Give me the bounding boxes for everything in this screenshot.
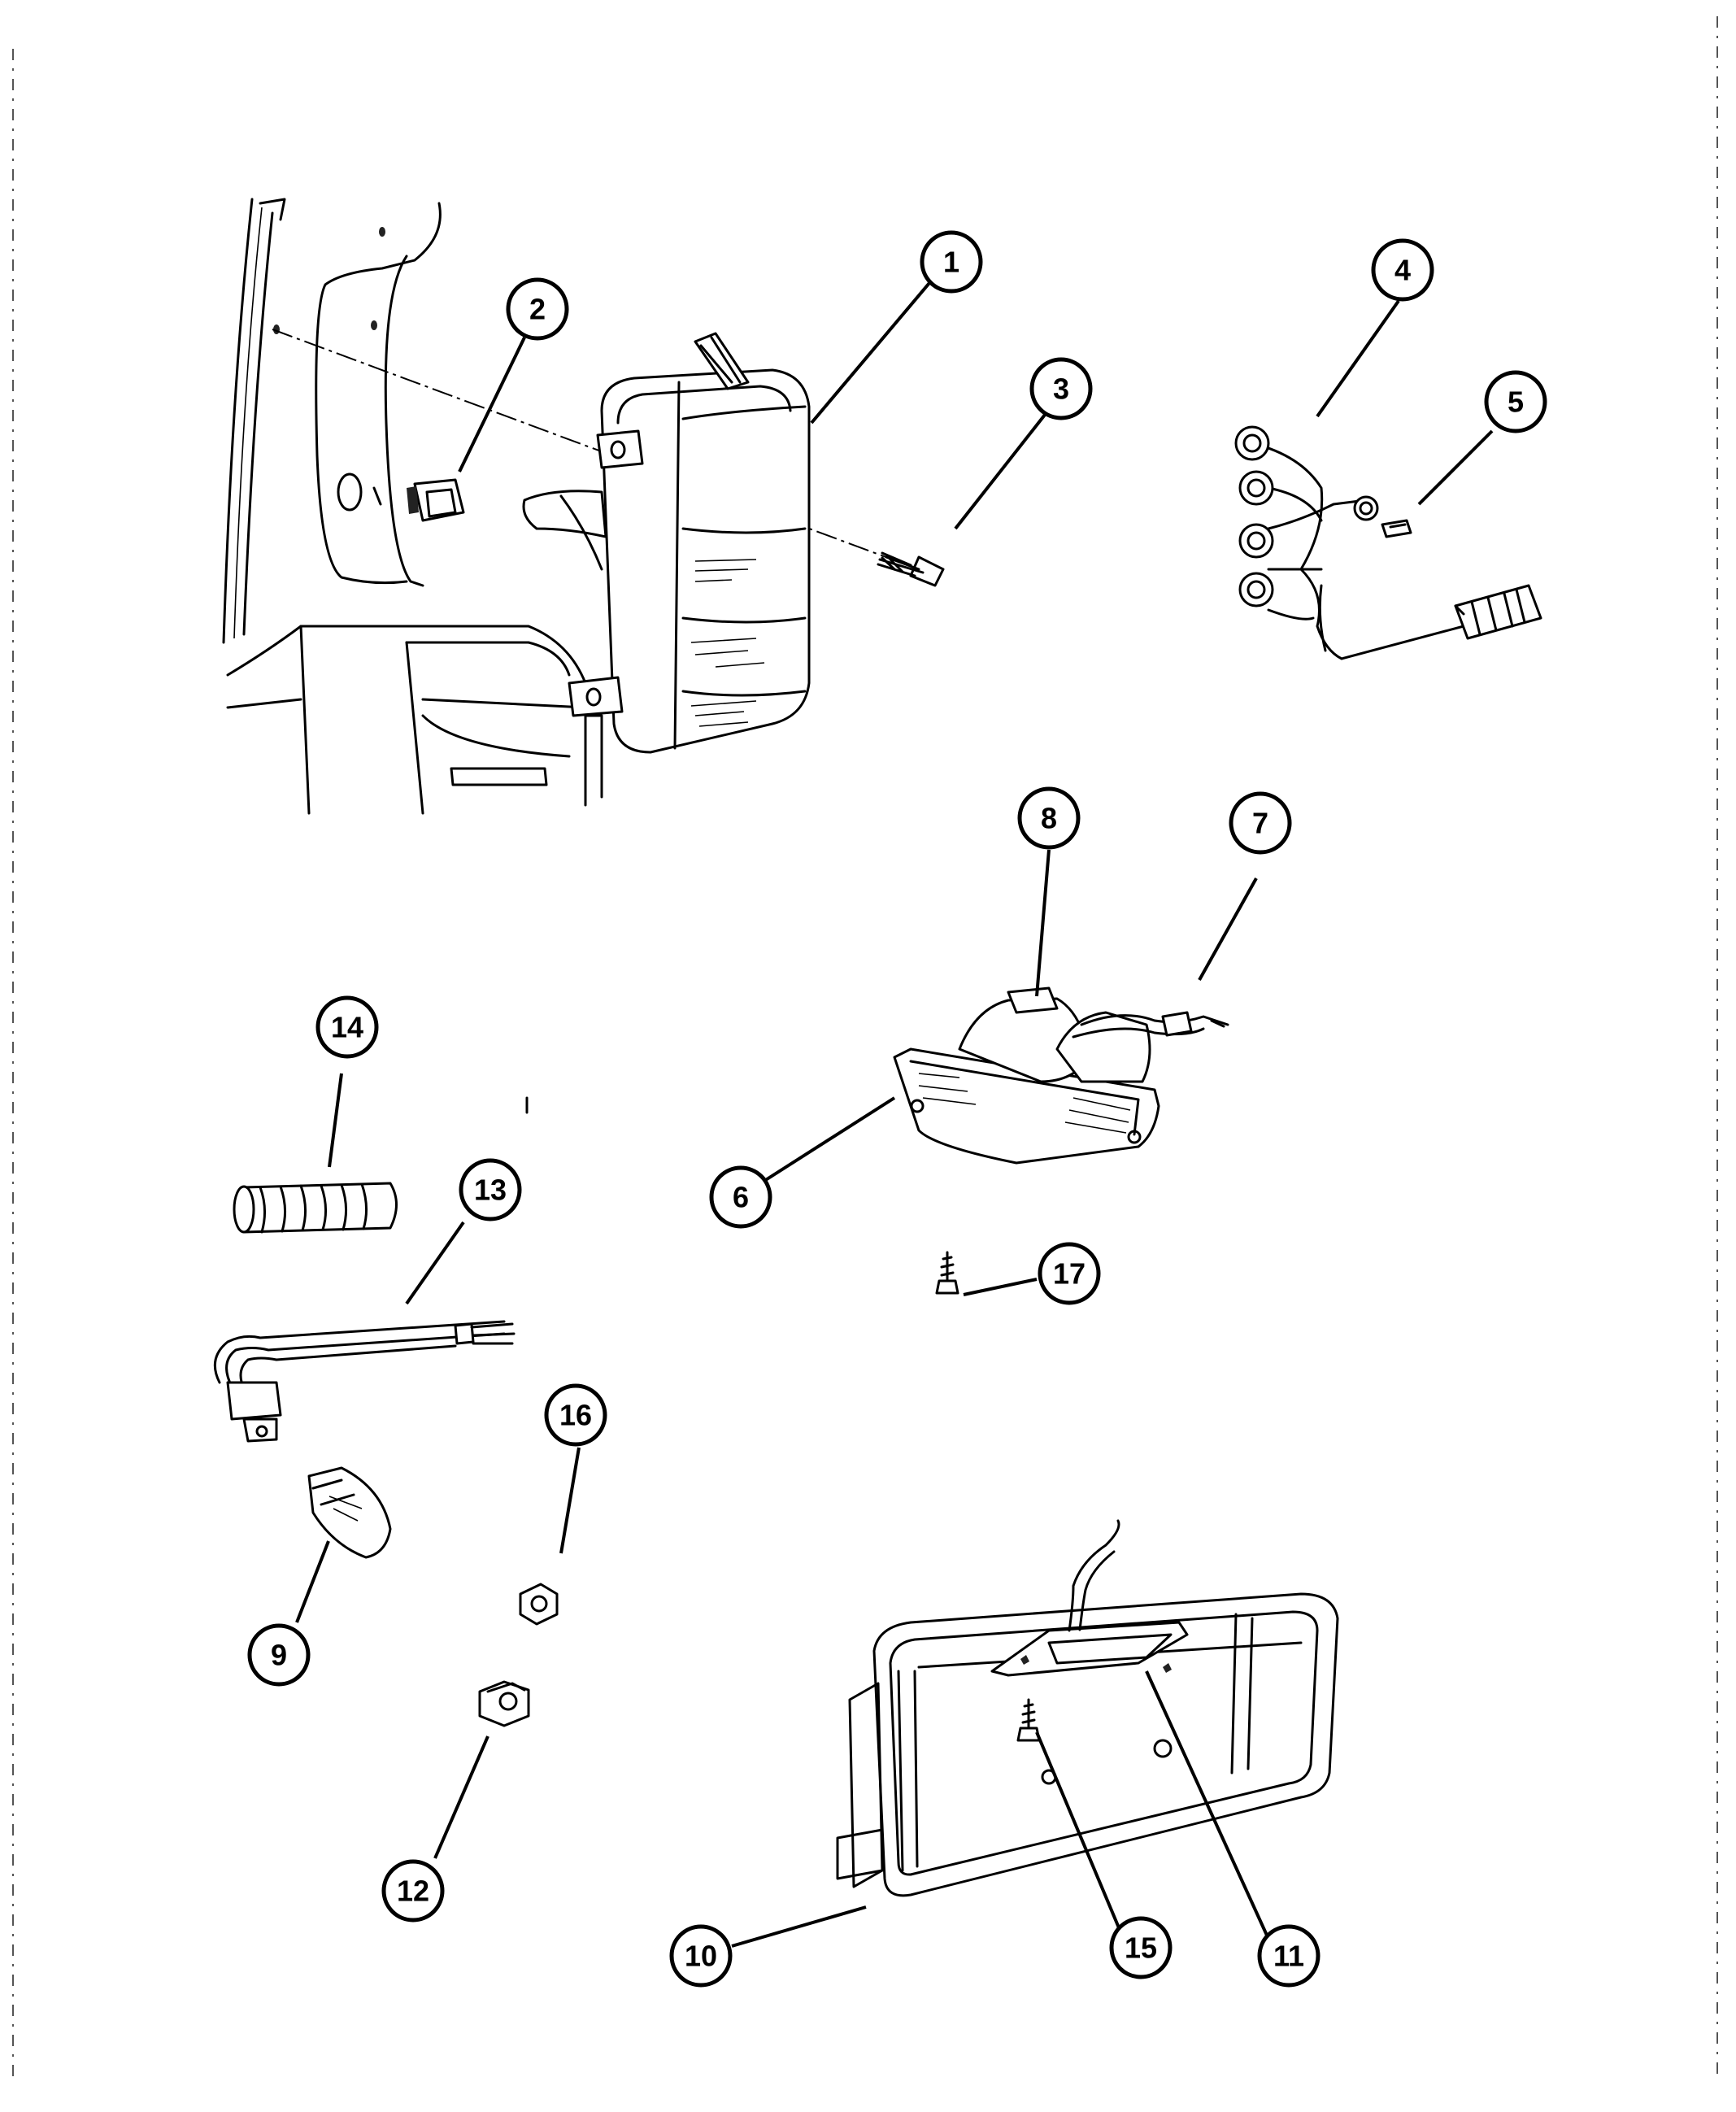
part-2-clip — [407, 478, 465, 522]
callout-2: 2 — [506, 277, 569, 341]
callout-9: 9 — [247, 1623, 311, 1687]
part-9-bulb — [307, 1466, 392, 1559]
callout-4-label: 4 — [1394, 254, 1411, 287]
callout-13: 13 — [459, 1158, 522, 1221]
callout-11: 11 — [1257, 1924, 1320, 1988]
callout-3: 3 — [1029, 357, 1093, 420]
vehicle-body-corner — [222, 198, 603, 815]
part-1-tail-lamp — [522, 332, 811, 754]
callout-13-label: 13 — [474, 1174, 507, 1207]
part-3-screw — [877, 551, 945, 587]
part-14-sleeve — [233, 1182, 398, 1234]
callout-16-label: 16 — [559, 1399, 592, 1432]
part-4-wiring-harness — [1234, 425, 1542, 660]
callout-8: 8 — [1017, 786, 1081, 850]
part-7-pigtail — [1072, 1011, 1229, 1039]
part-12-nut — [478, 1680, 530, 1727]
callout-5: 5 — [1484, 370, 1547, 433]
part-13-socket-wires — [213, 1320, 516, 1443]
callout-15-label: 15 — [1125, 1931, 1157, 1965]
callout-5-label: 5 — [1508, 385, 1524, 419]
part-5-bulb — [1381, 519, 1412, 538]
callout-9-label: 9 — [271, 1639, 287, 1672]
callout-2-label: 2 — [529, 293, 546, 326]
callout-1-label: 1 — [943, 246, 959, 279]
screw-alignment-line — [272, 329, 920, 570]
callout-14: 14 — [315, 995, 379, 1059]
callout-4: 4 — [1371, 238, 1434, 302]
callout-15: 15 — [1109, 1916, 1173, 1979]
callout-11-label: 11 — [1273, 1940, 1304, 1973]
callout-6: 6 — [709, 1165, 772, 1229]
part-17-screw — [935, 1251, 959, 1295]
callout-8-label: 8 — [1041, 802, 1057, 835]
callout-3-label: 3 — [1053, 372, 1069, 406]
callout-10: 10 — [669, 1924, 733, 1988]
callout-12-label: 12 — [397, 1875, 429, 1908]
leader-lines — [295, 277, 1494, 1949]
part-6-lamp-lens — [893, 1047, 1160, 1165]
part-16-nut — [519, 1583, 559, 1626]
callout-7-label: 7 — [1252, 807, 1268, 840]
part-11-license-lamp — [990, 1519, 1189, 1677]
callout-14-label: 14 — [331, 1011, 363, 1044]
callout-12: 12 — [381, 1859, 445, 1923]
callout-6-label: 6 — [733, 1181, 749, 1214]
callout-16: 16 — [544, 1383, 607, 1447]
callout-10-label: 10 — [685, 1940, 717, 1973]
callout-17: 17 — [1038, 1242, 1101, 1305]
callout-7: 7 — [1229, 791, 1292, 855]
callout-17-label: 17 — [1053, 1257, 1086, 1291]
page-edge-marks — [12, 16, 1718, 2082]
callout-1: 1 — [920, 230, 983, 294]
